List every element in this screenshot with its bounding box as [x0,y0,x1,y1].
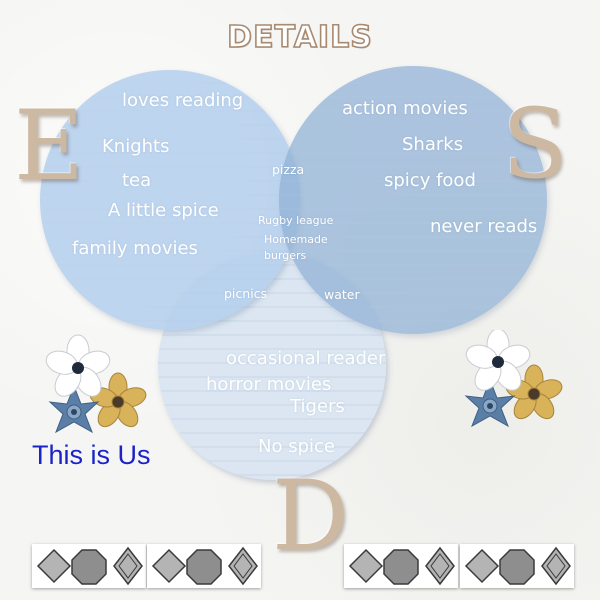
yellow-flower-icon [505,364,563,420]
diamond-frame-icon [151,548,187,584]
double-diamond-frame-icon [541,546,571,586]
e-item: loves reading [122,90,244,111]
inner-diamond-outline [233,553,253,579]
overlap-es-item: burgers [264,249,307,262]
s-item: Sharks [402,134,464,155]
s-item: spicy food [384,170,476,191]
double-diamond-frame-icon [228,546,258,586]
flower-cluster-left [45,334,147,434]
caption-this-is-us: This is Us [32,440,151,470]
overlap-es-item: Rugby league [258,214,334,227]
overlap-sd-item: water [324,287,360,302]
diamond-frame-icon [464,548,500,584]
flower-cluster-right [464,330,563,428]
letter-s: S [502,88,568,200]
page-title: DETAILS [226,19,373,56]
diamond-frame-icon [36,548,72,584]
frame-shapes [464,546,571,586]
letter-d: D [272,460,349,572]
frame-preview-2 [147,544,261,588]
octagon-frame-icon [71,549,107,585]
inner-diamond-outline [118,553,138,579]
s-item: never reads [430,216,538,237]
d-item: horror movies [206,374,332,395]
frame-preview-1 [32,544,146,588]
frame-shapes [36,546,143,586]
frame-preview-3 [344,544,458,588]
blue-flower-icon [48,384,100,434]
inner-diamond-outline [546,553,566,579]
frame-shapes [151,546,258,586]
overlap-ed-item: picnics [224,286,268,301]
double-diamond-frame-icon [425,546,455,586]
d-item: Tigers [290,396,345,417]
circle-e [40,70,300,330]
octagon-frame-icon [499,549,535,585]
octagon-frame-icon [383,549,419,585]
diamond-frame-icon [348,548,384,584]
d-item: No spice [258,436,335,457]
white-flower-icon [465,330,531,391]
octagon-frame-icon [186,549,222,585]
letter-e: E [14,90,85,202]
overlap-es-item: pizza [272,162,305,177]
yellow-flower-icon [89,372,147,428]
inner-diamond-outline [430,553,450,579]
d-item: occasional reader [226,348,386,369]
e-item: family movies [72,238,198,259]
e-item: Knights [102,136,170,157]
frame-shapes [348,546,455,586]
white-flower-icon [45,334,111,397]
double-diamond-frame-icon [113,546,143,586]
s-item: action movies [342,98,468,119]
frame-preview-4 [460,544,574,588]
circle-s [279,66,547,334]
e-item: tea [122,170,152,191]
blue-flower-icon [464,378,516,428]
overlap-es-item: Homemade [264,233,328,246]
e-item: A little spice [108,200,219,221]
